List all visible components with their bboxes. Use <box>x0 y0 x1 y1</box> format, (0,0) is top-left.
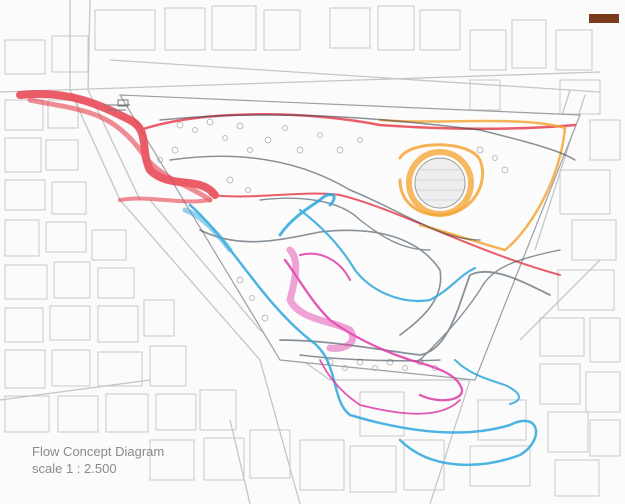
caption-scale: scale 1 : 2.500 <box>32 461 117 476</box>
tree-dots <box>157 118 509 371</box>
right-blocks <box>469 169 621 497</box>
rotunda <box>406 149 474 217</box>
flow-red <box>16 90 577 276</box>
flow-magenta <box>283 246 464 415</box>
caption-title: Flow Concept Diagram <box>32 444 165 459</box>
left-blocks <box>4 35 291 481</box>
flow-dark <box>159 114 576 362</box>
city-context <box>4 5 621 497</box>
legend-swatch <box>589 14 619 23</box>
south-blocks <box>299 391 445 493</box>
map-caption: Flow Concept Diagram scale 1 : 2.500 <box>32 443 164 477</box>
site-marks <box>104 99 130 111</box>
top-blocks <box>94 5 621 161</box>
flow-blue <box>182 193 538 467</box>
